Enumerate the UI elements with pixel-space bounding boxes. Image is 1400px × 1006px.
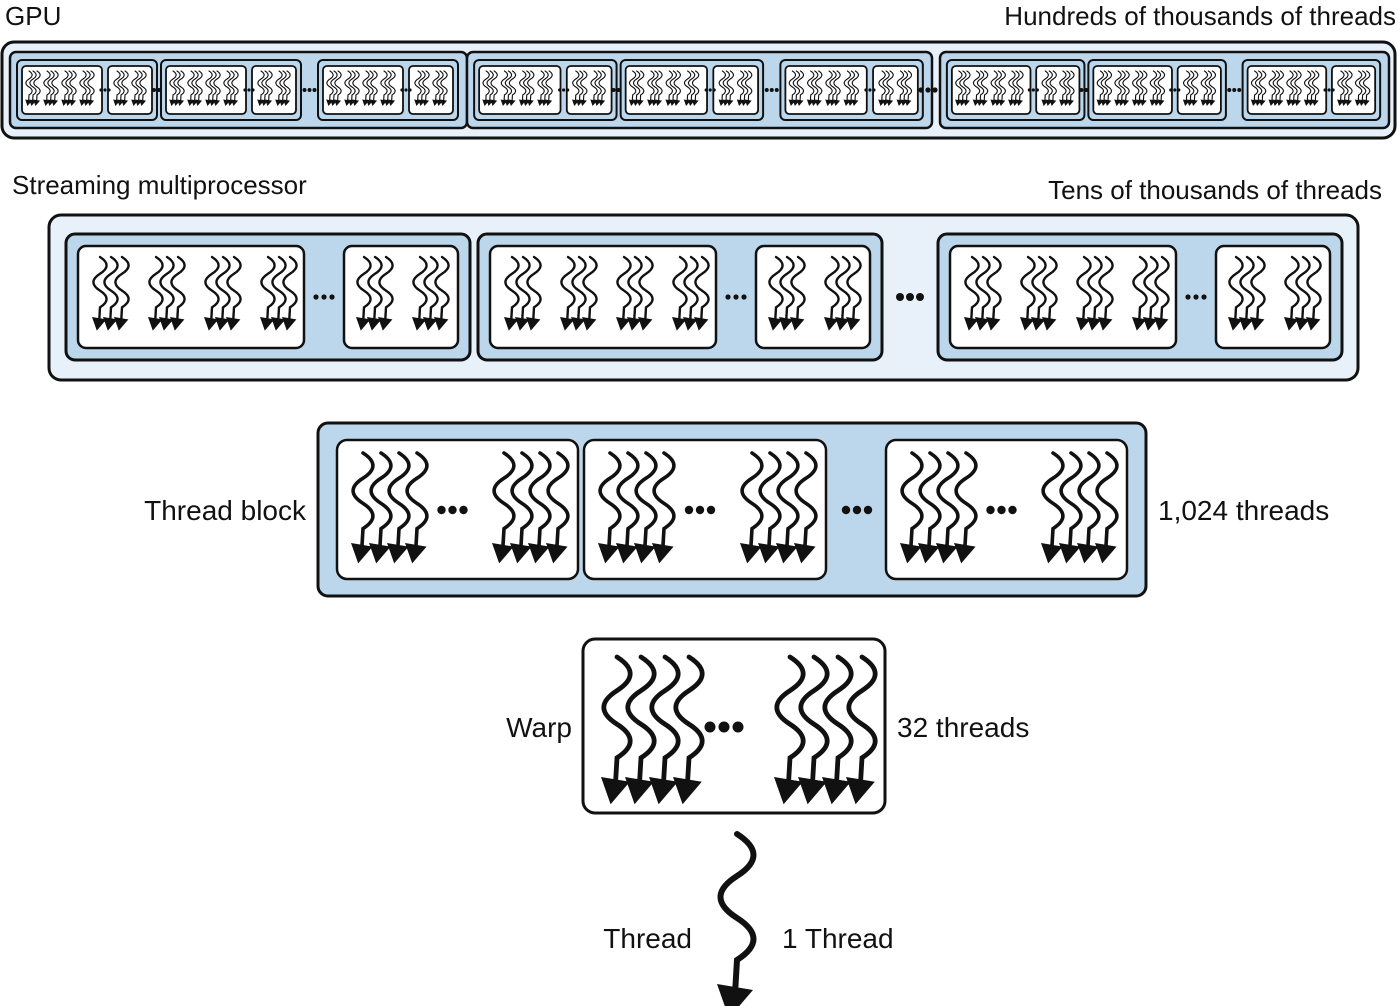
ellipsis-icon bbox=[99, 88, 111, 92]
thread-thread-count: 1 Thread bbox=[782, 923, 894, 954]
sm-warp-box bbox=[76, 244, 306, 350]
gpu-sm-ellipsis bbox=[918, 87, 938, 93]
sm-warp-box bbox=[342, 244, 460, 350]
thread-block-label: Thread block bbox=[144, 495, 307, 526]
sm-ellipsis bbox=[896, 293, 924, 301]
ellipsis-icon bbox=[1323, 88, 1335, 92]
ellipsis-icon bbox=[864, 88, 876, 92]
ellipsis-icon bbox=[302, 88, 317, 92]
ellipsis-icon bbox=[1169, 88, 1181, 92]
gpu-thread-count: Hundreds of thousands of threads bbox=[1004, 1, 1396, 31]
warp-thread-count: 32 threads bbox=[897, 712, 1029, 743]
sm-warp-box bbox=[948, 244, 1178, 350]
ellipsis-icon bbox=[1227, 88, 1242, 92]
warp-ellipsis bbox=[704, 721, 744, 733]
warp-label: Warp bbox=[506, 712, 572, 743]
ellipsis-icon bbox=[764, 88, 779, 92]
ellipsis-icon bbox=[558, 88, 570, 92]
ellipsis-icon bbox=[313, 294, 335, 300]
sm-warp-box bbox=[754, 244, 872, 350]
ellipsis-icon bbox=[986, 505, 1017, 515]
thread-label: Thread bbox=[603, 923, 692, 954]
ellipsis-icon bbox=[1027, 88, 1039, 92]
ellipsis-icon bbox=[704, 88, 716, 92]
gpu-label: GPU bbox=[5, 1, 61, 31]
ellipsis-icon bbox=[684, 505, 716, 515]
thread-block-ellipsis bbox=[841, 505, 873, 515]
ellipsis-icon bbox=[400, 88, 412, 92]
ellipsis-icon bbox=[243, 88, 255, 92]
thread-block-thread-count: 1,024 threads bbox=[1158, 495, 1329, 526]
sm-warp-box bbox=[1214, 244, 1332, 350]
sm-label: Streaming multiprocessor bbox=[12, 170, 307, 200]
ellipsis-icon bbox=[437, 505, 468, 515]
ellipsis-icon bbox=[725, 294, 747, 300]
ellipsis-icon bbox=[1185, 294, 1207, 300]
sm-thread-count: Tens of thousands of threads bbox=[1048, 175, 1382, 205]
sm-warp-box bbox=[488, 244, 718, 350]
wavy-arrow-icon bbox=[717, 834, 754, 1006]
